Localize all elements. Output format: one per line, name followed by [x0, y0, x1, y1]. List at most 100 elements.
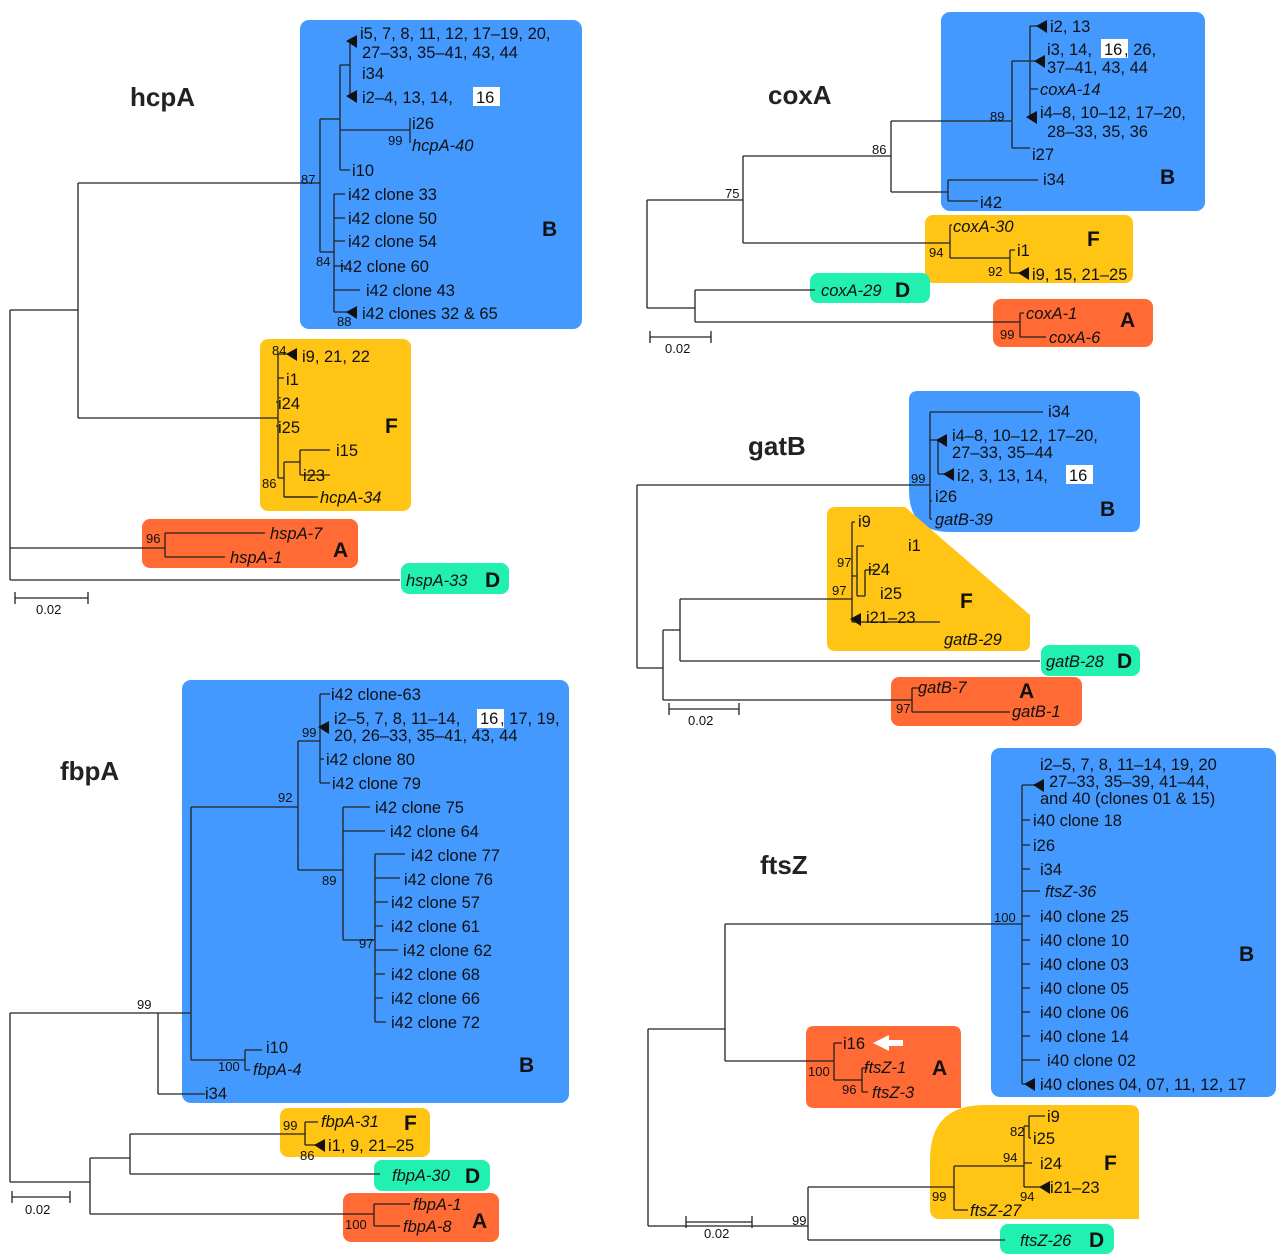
ftsZ-group-D-box — [1000, 1224, 1114, 1254]
leaf-label: fbpA-4 — [253, 1061, 302, 1079]
collapsed-clade-icon — [346, 35, 357, 48]
collapsed-clade-icon — [1039, 1181, 1050, 1194]
scale-label: 0.02 — [704, 1226, 729, 1241]
leaf-label: i42 — [980, 194, 1002, 212]
leaf-label: hspA-33 — [406, 572, 468, 590]
bootstrap-value: 86 — [300, 1148, 314, 1163]
leaf-label: i9 — [858, 513, 871, 531]
leaf-label: coxA-1 — [1026, 305, 1077, 323]
collapsed-clade-icon — [346, 90, 357, 103]
leaf-label: i42 clone 76 — [404, 871, 493, 889]
leaf-label: hspA-1 — [230, 549, 282, 567]
group-D-label: D — [1089, 1229, 1104, 1252]
leaf-label: i2, 3, 13, 14, — [957, 467, 1048, 485]
leaf-label: 28–33, 35, 36 — [1047, 123, 1148, 141]
bootstrap-value: 89 — [322, 873, 336, 888]
leaf-label: i26 — [412, 115, 434, 133]
arrow-left-icon — [873, 1035, 903, 1051]
leaf-label: i42 clones 32 & 65 — [362, 305, 498, 323]
leaf-label: i40 clones 04, 07, 11, 12, 17 — [1040, 1076, 1246, 1094]
ftsZ-group-B-box — [991, 748, 1276, 1097]
leaf-label: i42 clone-63 — [331, 686, 421, 704]
leaf-label: i42 clone 54 — [348, 233, 437, 251]
scale-label: 0.02 — [36, 602, 61, 617]
leaf-label: hspA-7 — [270, 525, 323, 543]
collapsed-clade-icon — [943, 468, 954, 481]
bootstrap-value: 99 — [302, 725, 316, 740]
leaf-label: i34 — [1048, 403, 1070, 421]
group-F-label: F — [1087, 228, 1100, 251]
leaf-label: i42 clone 60 — [340, 258, 429, 276]
bootstrap-value: 100 — [808, 1064, 830, 1079]
leaf-label: i42 clone 33 — [348, 186, 437, 204]
bootstrap-value: 84 — [316, 254, 330, 269]
group-A-label: A — [1019, 680, 1034, 703]
leaf-label: , 17, 19, — [500, 710, 560, 728]
leaf-label: i42 clone 61 — [391, 918, 480, 936]
isolate-16-highlight — [477, 709, 504, 728]
collapsed-clade-icon — [1018, 267, 1029, 280]
isolate-16-label: 16 — [476, 89, 494, 107]
isolate-16-label: 16 — [480, 710, 498, 728]
scale-bar — [649, 331, 712, 343]
bootstrap-value: 89 — [990, 109, 1004, 124]
leaf-label: i21–23 — [866, 609, 916, 627]
bootstrap-value: 100 — [218, 1059, 240, 1074]
bootstrap-value: 99 — [1000, 327, 1014, 342]
isolate-16-label: 16 — [1069, 467, 1087, 485]
leaf-label: i25 — [278, 419, 300, 437]
bootstrap-value: 97 — [832, 583, 846, 598]
group-B-label: B — [519, 1054, 534, 1077]
leaf-label: i42 clone 50 — [348, 210, 437, 228]
leaf-label: i34 — [205, 1085, 227, 1103]
hcpA-group-D-box — [401, 563, 509, 594]
group-B-label: B — [542, 218, 557, 241]
leaf-label: i34 — [1043, 171, 1065, 189]
isolate-16-highlight — [1101, 39, 1128, 58]
bootstrap-value: 99 — [283, 1118, 297, 1133]
group-F-label: F — [404, 1112, 417, 1135]
bootstrap-value: 99 — [388, 133, 402, 148]
hcpA-title: hcpA — [130, 82, 195, 112]
scale-bar — [685, 1216, 753, 1228]
leaf-label: gatB-7 — [918, 679, 967, 697]
bootstrap-value: 82 — [1010, 1124, 1024, 1139]
coxA-group-D-box — [810, 273, 930, 303]
bootstrap-value: 75 — [725, 186, 739, 201]
bootstrap-value: 86 — [262, 476, 276, 491]
scale-label: 0.02 — [688, 713, 713, 728]
leaf-label: fbpA-8 — [403, 1218, 452, 1236]
collapsed-clade-icon — [346, 306, 357, 319]
coxA-group-B-box — [941, 12, 1205, 211]
hcpA-group-B-box — [300, 20, 582, 329]
leaf-label: i42 clone 75 — [375, 799, 464, 817]
leaf-label: ftsZ-36 — [1045, 883, 1097, 901]
leaf-label: i40 clone 06 — [1040, 1004, 1129, 1022]
leaf-label: i25 — [1033, 1130, 1055, 1148]
leaf-label: i40 clone 05 — [1040, 980, 1129, 998]
bootstrap-value: 99 — [911, 471, 925, 486]
leaf-label: i1 — [1017, 242, 1030, 260]
leaf-label: , 26, — [1124, 41, 1156, 59]
scale-bar — [14, 592, 89, 604]
collapsed-clade-icon — [314, 1139, 325, 1152]
collapsed-clade-icon — [1024, 1078, 1035, 1091]
hcpA-group-A-box — [142, 519, 358, 568]
leaf-label: coxA-6 — [1049, 329, 1101, 347]
group-D-label: D — [1117, 650, 1132, 673]
scale-label: 0.02 — [25, 1202, 50, 1217]
leaf-label: i26 — [935, 488, 957, 506]
coxA-tree: coxA i2, 13 i3, 14, 16 , 26, 37–41, 43, … — [646, 12, 1205, 356]
bootstrap-value: 84 — [272, 343, 286, 358]
leaf-label: i10 — [352, 162, 374, 180]
leaf-label: i42 clone 66 — [391, 990, 480, 1008]
leaf-label: i4–8, 10–12, 17–20, — [952, 427, 1098, 445]
bootstrap-value: 100 — [345, 1217, 367, 1232]
ftsZ-tree: ftsZ i2–5, 7, 8, 11–14, 19, 20 27–33, 35… — [647, 748, 1276, 1254]
leaf-label: ftsZ-27 — [970, 1202, 1022, 1220]
leaf-label: i42 clone 79 — [332, 775, 421, 793]
leaf-label: i21–23 — [1050, 1179, 1100, 1197]
gatB-group-B-box — [909, 391, 1140, 532]
bootstrap-value: 94 — [1003, 1150, 1017, 1165]
leaf-label: i25 — [880, 585, 902, 603]
